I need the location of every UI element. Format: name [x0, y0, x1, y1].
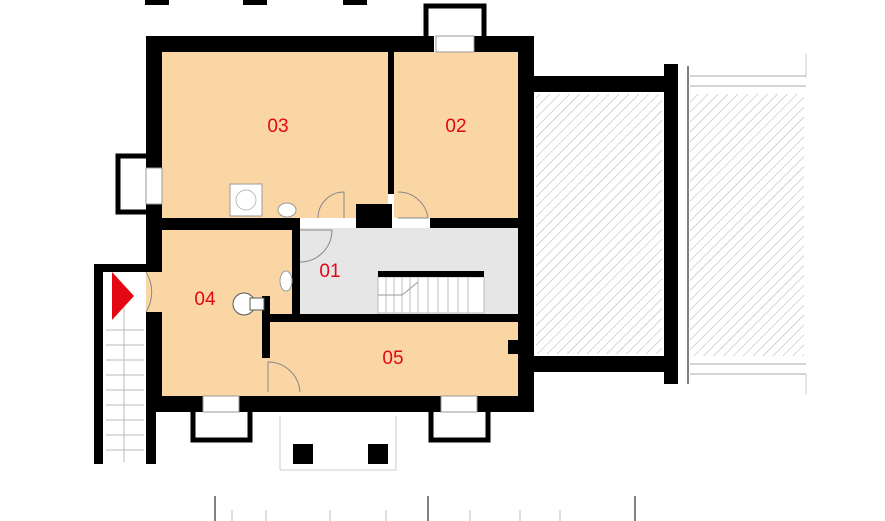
red-triangle-entrance-icon — [112, 272, 134, 320]
room-03-label: 03 — [267, 116, 288, 137]
window-openings — [145, 35, 478, 413]
room-02-label: 02 — [445, 116, 466, 137]
room-01-label: 01 — [319, 261, 340, 282]
appliance-washer-icon — [229, 183, 263, 217]
staircase — [377, 276, 485, 314]
entry-area — [146, 272, 162, 312]
terrace — [687, 54, 807, 394]
sink-icon — [277, 202, 297, 218]
garage-annex — [534, 64, 678, 384]
door-swings — [145, 191, 429, 393]
room-04-label: 04 — [194, 289, 216, 310]
small-sink-icon — [279, 270, 293, 292]
dimension-line — [214, 496, 636, 521]
exterior-stairs — [94, 264, 156, 464]
room-02-area — [394, 52, 518, 218]
top-wall-stubs — [145, 0, 367, 5]
bottom-columns — [279, 416, 397, 471]
walls — [146, 36, 534, 412]
room-05-label: 05 — [382, 348, 403, 369]
room-03-area — [162, 52, 388, 218]
window-wells — [115, 3, 491, 443]
room-05-area — [268, 322, 518, 398]
toilet-icon — [232, 292, 265, 316]
